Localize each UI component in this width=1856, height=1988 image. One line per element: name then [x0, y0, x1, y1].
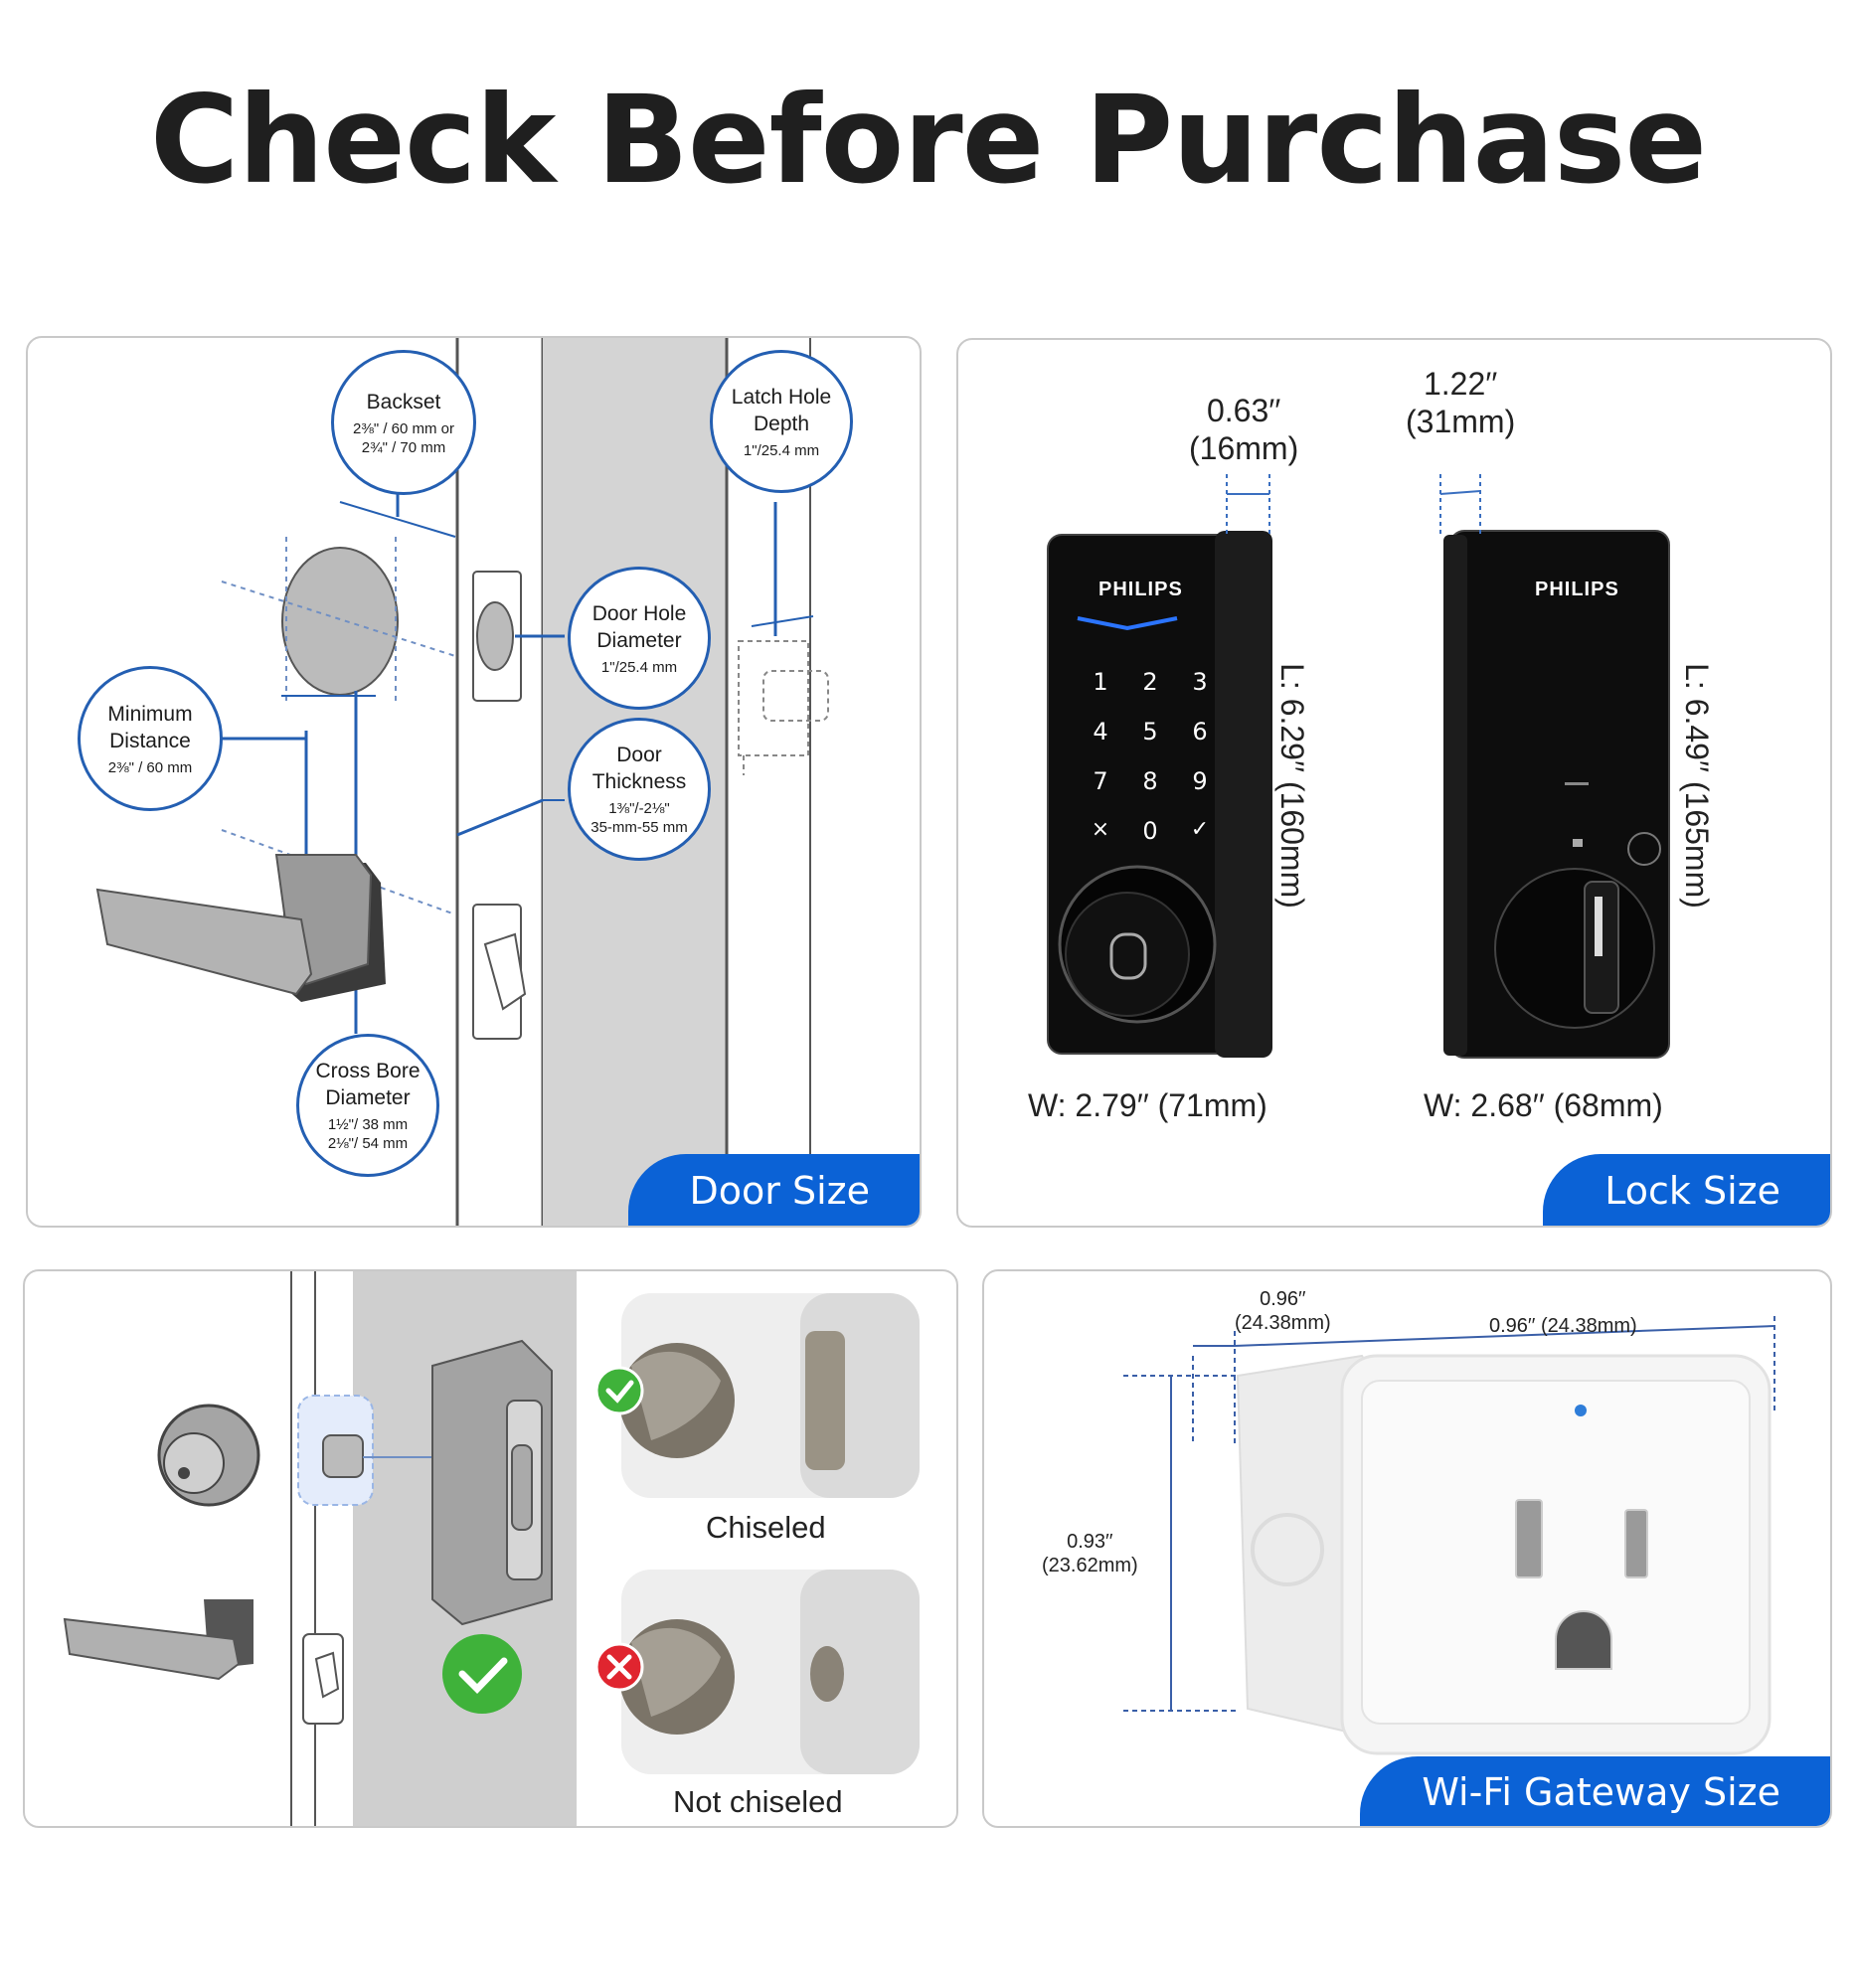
keypad-key: ✓	[1190, 817, 1210, 842]
front-length-label: L: 6.29′′ (160mm)	[1273, 663, 1310, 909]
door-size-panel: Backset 2⅜" / 60 mm or 2¾" / 70 mm Latch…	[26, 336, 922, 1228]
keypad-key: 7	[1093, 767, 1108, 795]
keypad-key: 5	[1142, 718, 1158, 746]
not-chiseled-label: Not chiseled	[673, 1784, 843, 1819]
keypad-key: ×	[1091, 817, 1110, 842]
lock-diagram	[1047, 474, 1670, 1059]
gateway-depth-label: 0.96′′ (24.38mm)	[1235, 1288, 1331, 1334]
back-width-label: W: 2.68′′ (68mm)	[1424, 1087, 1663, 1123]
keypad-key: 8	[1142, 767, 1158, 795]
back-length-label: L: 6.49′′ (165mm)	[1678, 663, 1715, 909]
keypad-key: 1	[1093, 668, 1108, 696]
gateway-size-tab: Wi-Fi Gateway Size	[1360, 1756, 1830, 1826]
gateway-width-label: 0.96′′ (24.38mm)	[1489, 1315, 1637, 1337]
strike-diagram	[63, 1271, 920, 1826]
keypad-key: 3	[1192, 668, 1208, 696]
strike-panel: Chiseled Not chiseled	[23, 1269, 958, 1828]
front-depth-label: 0.63′′ (16mm)	[1189, 393, 1299, 466]
back-depth-label: 1.22′′ (31mm)	[1406, 366, 1516, 439]
status-led	[1575, 1405, 1587, 1416]
keypad-key: 0	[1142, 817, 1158, 845]
minimum-distance-bubble: Minimum Distance 2⅜" / 60 mm	[78, 666, 223, 811]
lock-size-tab: Lock Size	[1543, 1154, 1830, 1226]
keypad: 1 2 3 4 5 6 7 8 9 × 0 ✓	[1076, 668, 1225, 845]
door-thickness-bubble: Door Thickness 1⅜"/-2⅛" 35-mm-55 mm	[568, 718, 711, 861]
cross-bore-diameter-bubble: Cross Bore Diameter 1½"/ 38 mm 2⅛"/ 54 m…	[296, 1034, 439, 1177]
chiseled-label: Chiseled	[706, 1510, 826, 1545]
keypad-key: 2	[1142, 668, 1158, 696]
check-icon	[594, 1366, 644, 1415]
keypad-key: 9	[1192, 767, 1208, 795]
gateway-size-panel: 0.96′′ (24.38mm) 0.96′′ (24.38mm) 0.93′′…	[982, 1269, 1832, 1828]
front-brand: PHILIPS	[1098, 579, 1183, 600]
gateway-diagram	[1123, 1316, 1775, 1755]
gateway-height-label: 0.93′′ (23.62mm)	[1042, 1531, 1138, 1576]
latch-hole-depth-bubble: Latch Hole Depth 1"/25.4 mm	[710, 350, 853, 493]
lock-size-panel: PHILIPS 1 2 3 4 5 6 7 8 9 × 0 ✓ PHILIPS …	[956, 338, 1832, 1228]
bore-hole	[281, 547, 399, 696]
back-brand: PHILIPS	[1535, 579, 1619, 600]
keypad-key: 4	[1093, 718, 1108, 746]
door-hole-diameter-bubble: Door Hole Diameter 1"/25.4 mm	[568, 567, 711, 710]
page-title: Check Before Purchase	[149, 70, 1707, 211]
front-width-label: W: 2.79′′ (71mm)	[1028, 1087, 1267, 1123]
keypad-key: 6	[1192, 718, 1208, 746]
door-size-tab: Door Size	[627, 1154, 920, 1226]
backset-bubble: Backset 2⅜" / 60 mm or 2¾" / 70 mm	[331, 350, 476, 495]
